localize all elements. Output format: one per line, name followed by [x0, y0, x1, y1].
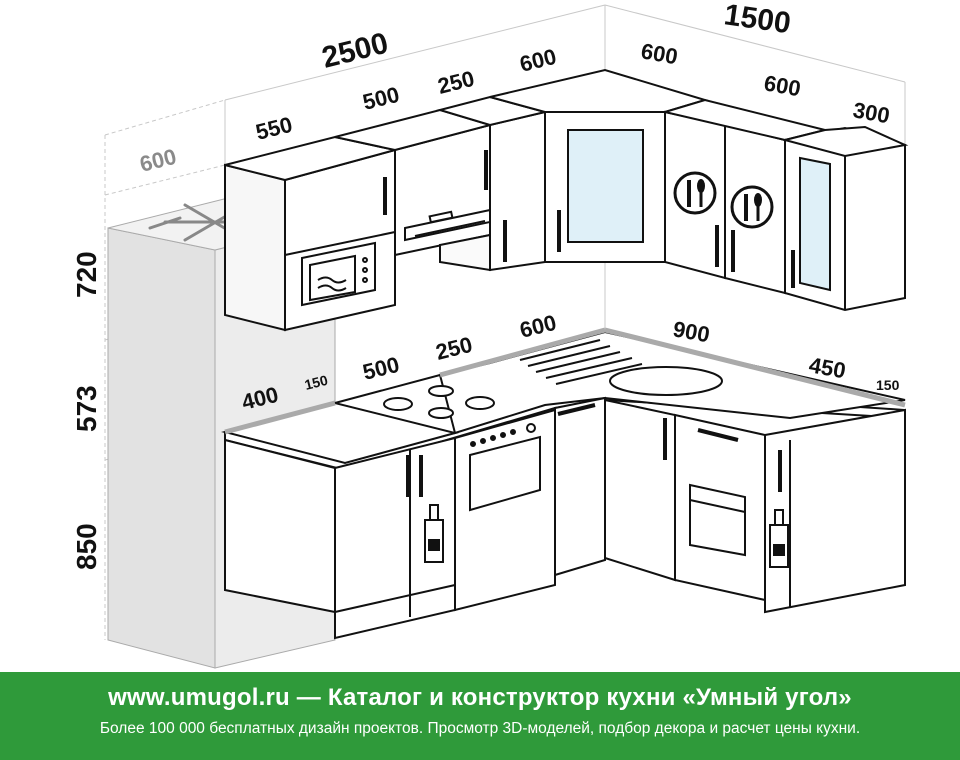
- dim-upper-600-corner: 600: [639, 38, 680, 69]
- cooktop: [383, 385, 495, 419]
- cutlery-icon: [730, 185, 774, 229]
- dim-upper-550: 550: [253, 112, 295, 145]
- base-cabinets-right: [604, 398, 906, 614]
- dim-base-900: 900: [671, 316, 712, 347]
- dim-base-600: 600: [517, 310, 559, 343]
- base-handles: [406, 403, 782, 497]
- dim-upper-600-right: 600: [762, 70, 803, 101]
- dim-base-250: 250: [433, 332, 475, 365]
- range-hood: [404, 208, 491, 242]
- site-link[interactable]: www.umugol.ru: [108, 684, 290, 711]
- dim-upper-500: 500: [360, 82, 402, 115]
- dim-base-150-left: 150: [303, 372, 330, 393]
- dishwasher: [689, 428, 746, 557]
- dim-total-right: 1500: [722, 0, 793, 40]
- dim-height-base: 850: [71, 523, 102, 570]
- footer-title: Каталог и конструктор кухни «Умный угол»: [327, 684, 852, 711]
- dim-fridge-depth: 600: [137, 144, 179, 177]
- bottle-icon: [424, 504, 444, 563]
- footer-subtitle: Более 100 000 бесплатных дизайн проектов…: [99, 720, 861, 737]
- dim-height-upper: 720: [71, 251, 102, 298]
- microwave: [301, 241, 376, 307]
- dim-base-500: 500: [360, 352, 402, 385]
- upper-cabinets-right: [661, 98, 909, 312]
- footer-banner: www.umugol.ru — Каталог и конструктор ку…: [0, 672, 960, 760]
- sink: [519, 339, 723, 396]
- dim-base-150-right: 150: [876, 377, 900, 393]
- footer-title-line: www.umugol.ru — Каталог и конструктор ку…: [0, 684, 960, 712]
- upper-handles: [383, 150, 795, 288]
- dim-height-middle: 573: [71, 385, 102, 432]
- glass-door: [557, 129, 644, 252]
- oven: [469, 423, 541, 512]
- footer-dash: —: [296, 684, 321, 711]
- cutlery-icon: [673, 171, 717, 215]
- dim-upper-250: 250: [435, 66, 477, 99]
- dim-upper-600-left: 600: [517, 44, 559, 77]
- dim-upper-300: 300: [851, 97, 892, 128]
- bottle-icon: [769, 509, 789, 568]
- dim-total-left: 2500: [319, 27, 392, 75]
- kitchen-drawing: 2500 1500 550 500 250 600 600 600 300 60…: [71, 0, 909, 669]
